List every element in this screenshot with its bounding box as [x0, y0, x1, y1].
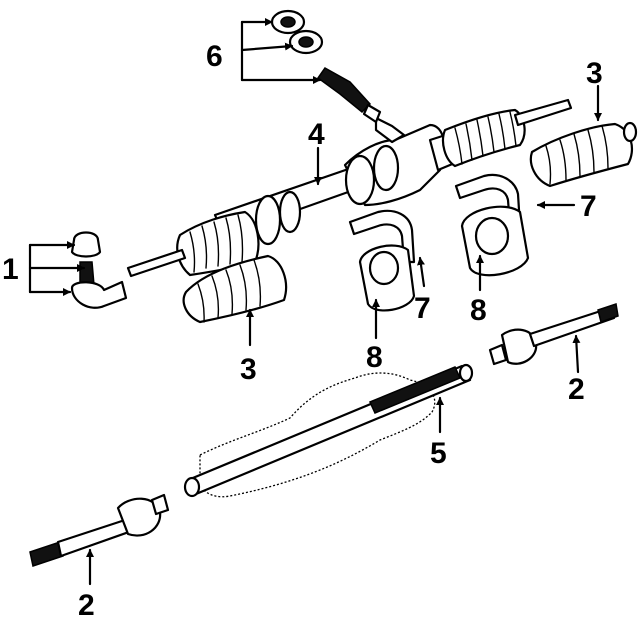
bushing-left [358, 244, 416, 312]
callout-2-left: 2 [78, 589, 95, 622]
boot-left [182, 254, 288, 324]
callout-8-left: 8 [366, 341, 383, 374]
callout-7-right: 7 [580, 190, 597, 223]
callout-labels: 1 2 2 3 3 4 5 6 7 7 8 8 [2, 40, 603, 622]
rack-housing [126, 67, 573, 278]
callout-4: 4 [308, 118, 325, 151]
leader-lines [28, 18, 602, 586]
callout-5: 5 [430, 437, 447, 470]
inner-tie-rod-left [29, 493, 170, 567]
callout-1: 1 [2, 253, 19, 286]
callout-8-right: 8 [470, 294, 487, 327]
pinion-bushings [270, 9, 324, 55]
boot-right [529, 121, 638, 188]
tie-rod-end [70, 231, 128, 309]
inner-tie-rod-right [488, 303, 619, 366]
bushing-right [460, 205, 530, 277]
callout-3-right: 3 [586, 57, 603, 90]
rack-bar [183, 363, 474, 498]
callout-6: 6 [206, 40, 223, 73]
callout-7-left: 7 [414, 292, 431, 325]
callout-3-left: 3 [240, 353, 257, 386]
callout-2-right: 2 [568, 373, 585, 406]
